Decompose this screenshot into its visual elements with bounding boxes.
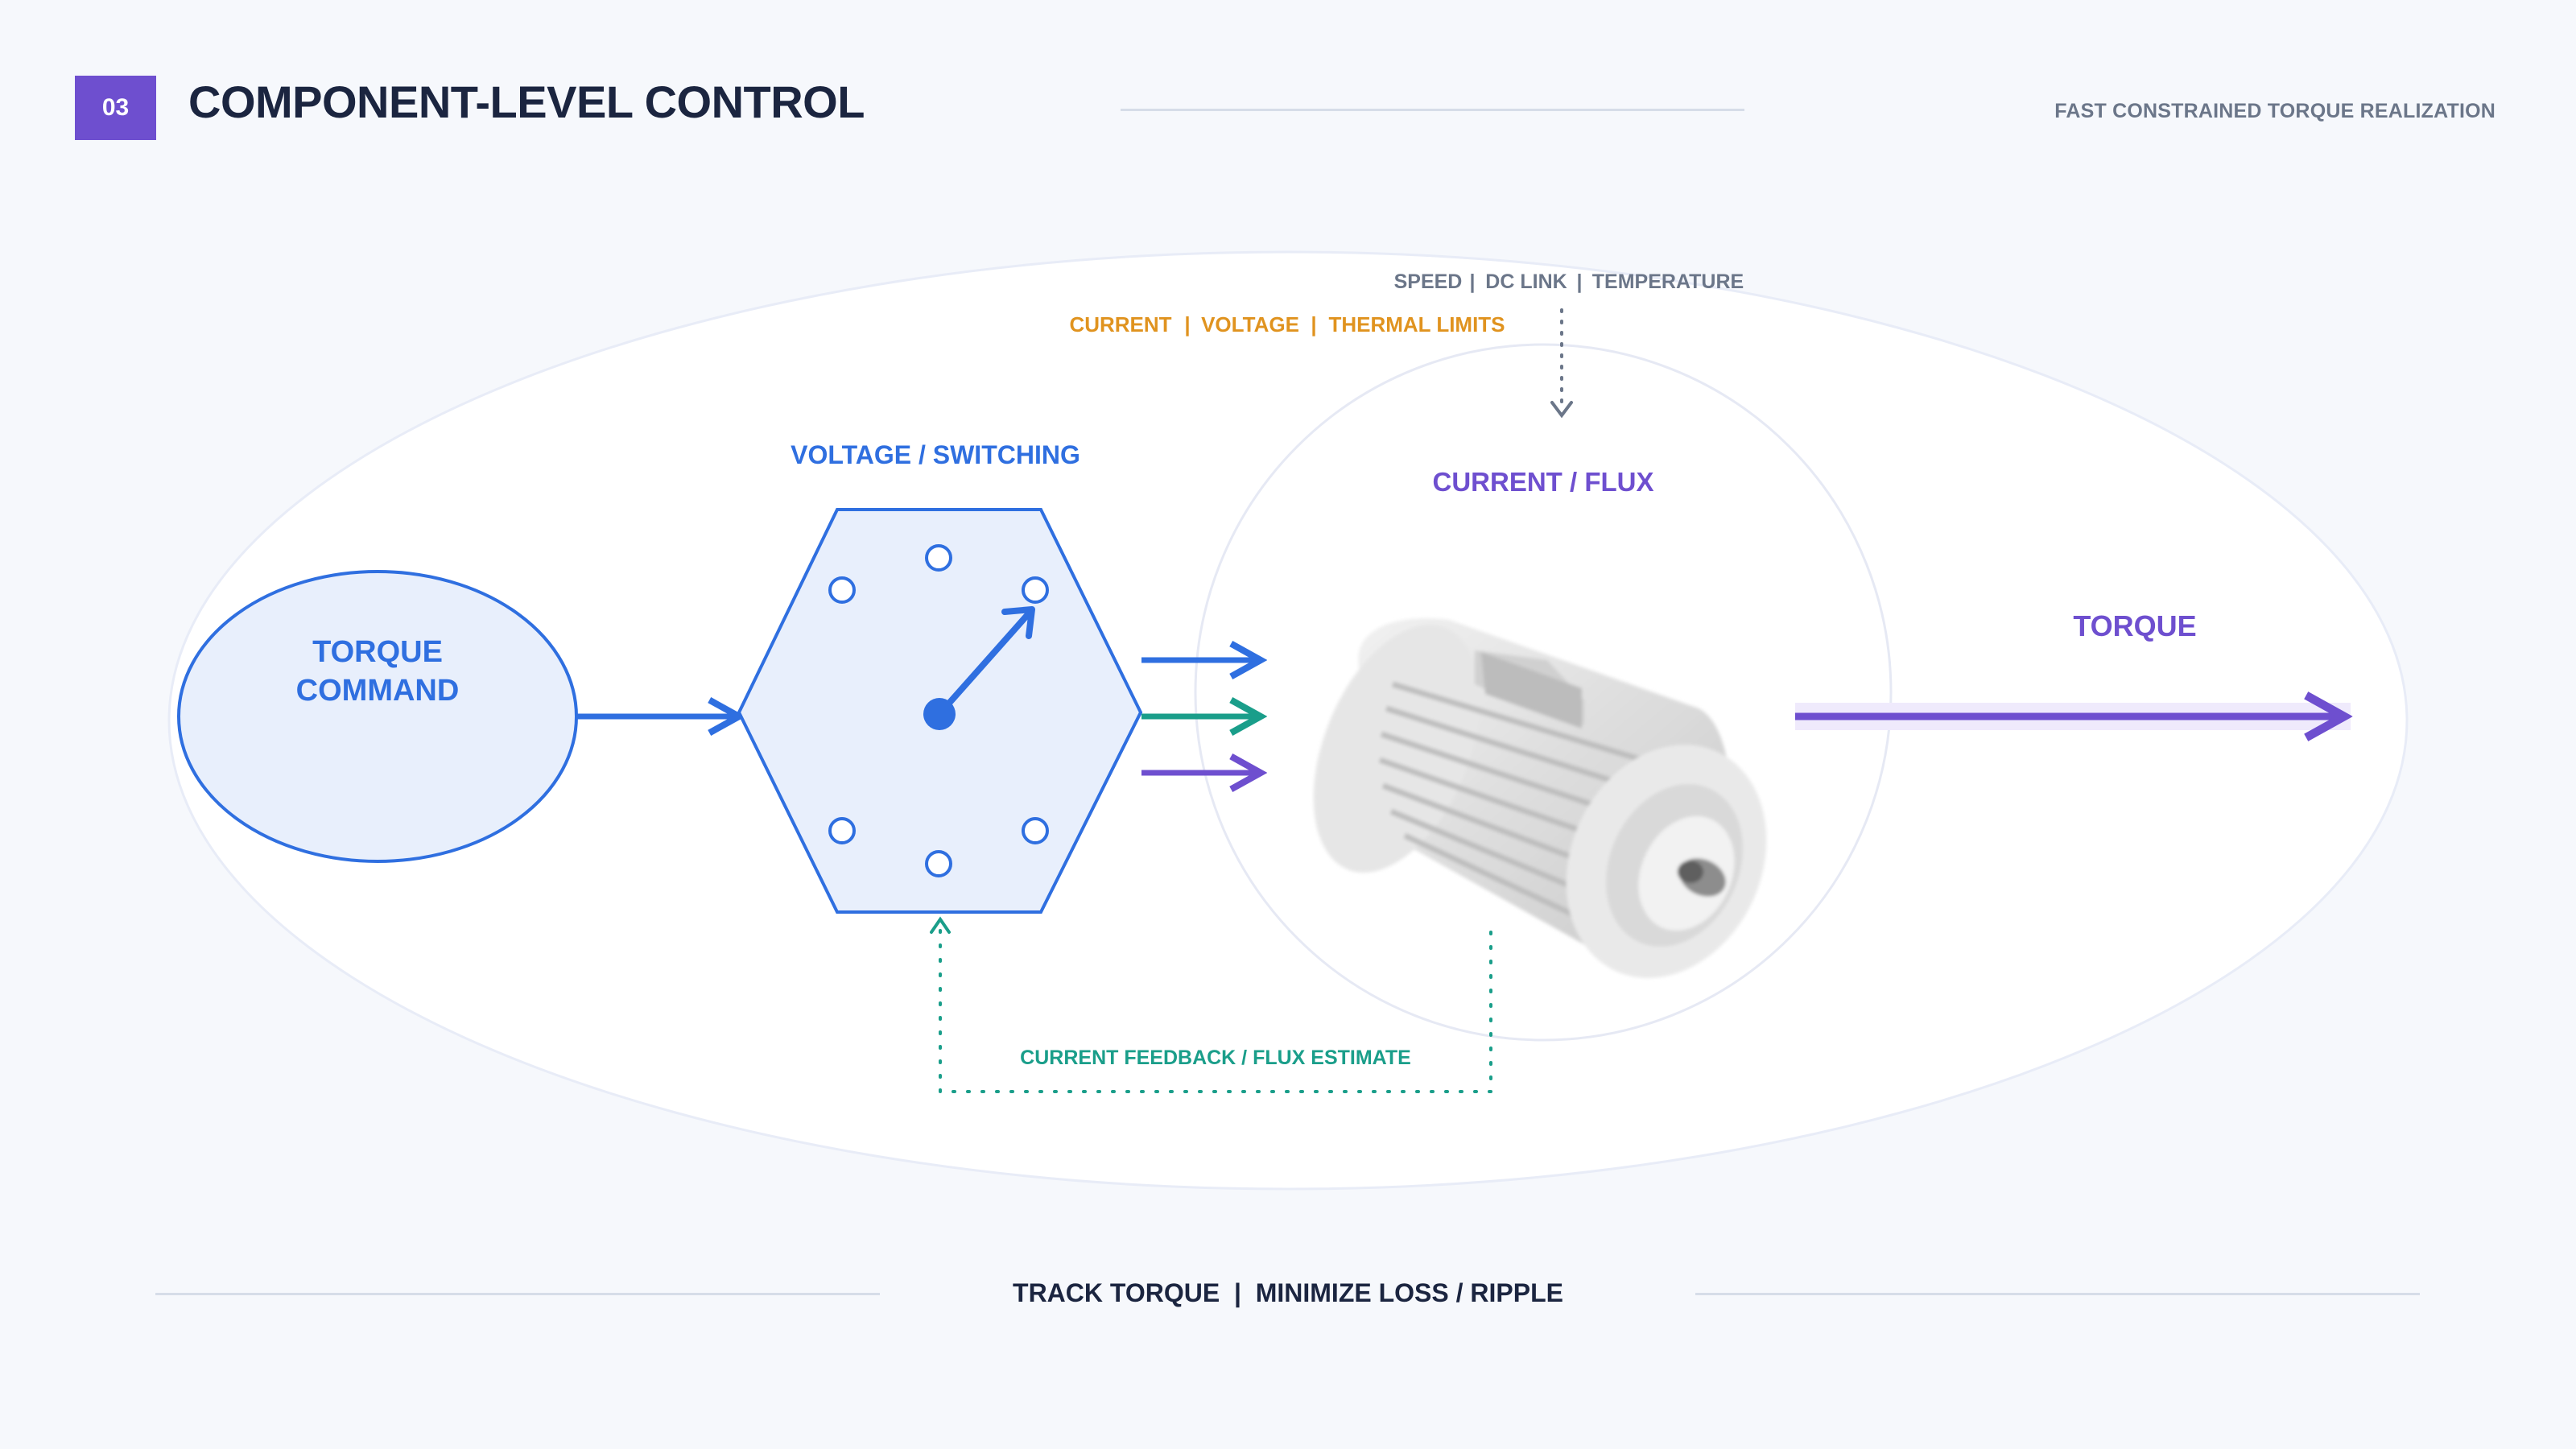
footer-divider-left xyxy=(155,1293,880,1295)
feedback-label: CURRENT FEEDBACK / FLUX ESTIMATE xyxy=(1020,1046,1411,1069)
inverter-label: VOLTAGE / SWITCHING xyxy=(791,440,1080,469)
switch-pointer xyxy=(936,610,1032,717)
motor-label: CURRENT / FLUX xyxy=(1433,467,1654,497)
switch-position-5 xyxy=(828,817,856,844)
page-subtitle: FAST CONSTRAINED TORQUE REALIZATION xyxy=(2054,100,2496,122)
footer-tagline: TRACK TORQUE | MINIMIZE LOSS / RIPPLE xyxy=(1013,1278,1563,1307)
switch-position-2 xyxy=(1022,576,1049,604)
motor-illustration xyxy=(1313,618,1767,978)
feedback-loop-path xyxy=(939,923,1492,1093)
feedback-arrowhead xyxy=(930,916,951,934)
torque-command-label-line1: TORQUE xyxy=(312,635,443,669)
sensor-dclink-label: DC LINK xyxy=(1485,270,1567,293)
switch-position-4 xyxy=(925,850,952,877)
page-title: COMPONENT-LEVEL CONTROL xyxy=(188,76,865,127)
switch-position-3 xyxy=(1022,817,1049,844)
switch-position-6 xyxy=(828,576,856,604)
limit-current-label: CURRENT xyxy=(1069,312,1171,336)
limit-thermal-label: THERMAL LIMITS xyxy=(1328,312,1505,336)
limit-separator-1: | xyxy=(1184,312,1190,336)
footer-divider-right xyxy=(1695,1293,2420,1295)
switch-pivot xyxy=(923,698,956,730)
sensor-temperature-label: TEMPERATURE xyxy=(1592,270,1744,293)
section-number-badge: 03 xyxy=(75,76,156,140)
limit-separator-2: | xyxy=(1311,312,1316,336)
torque-command-label-line2: COMMAND xyxy=(296,674,460,708)
limit-voltage-label: VOLTAGE xyxy=(1201,312,1299,336)
output-torque-label: TORQUE xyxy=(2073,609,2196,642)
switch-pointer-head xyxy=(1001,606,1035,639)
header-divider xyxy=(1121,109,1744,111)
sensor-separator-2: | xyxy=(1577,270,1583,293)
sensor-separator-1: | xyxy=(1470,270,1476,293)
switch-position-1 xyxy=(925,544,952,572)
sensor-feed-arrowhead xyxy=(1550,401,1573,419)
torque-command-node xyxy=(177,570,578,863)
sensor-speed-label: SPEED xyxy=(1394,270,1463,293)
